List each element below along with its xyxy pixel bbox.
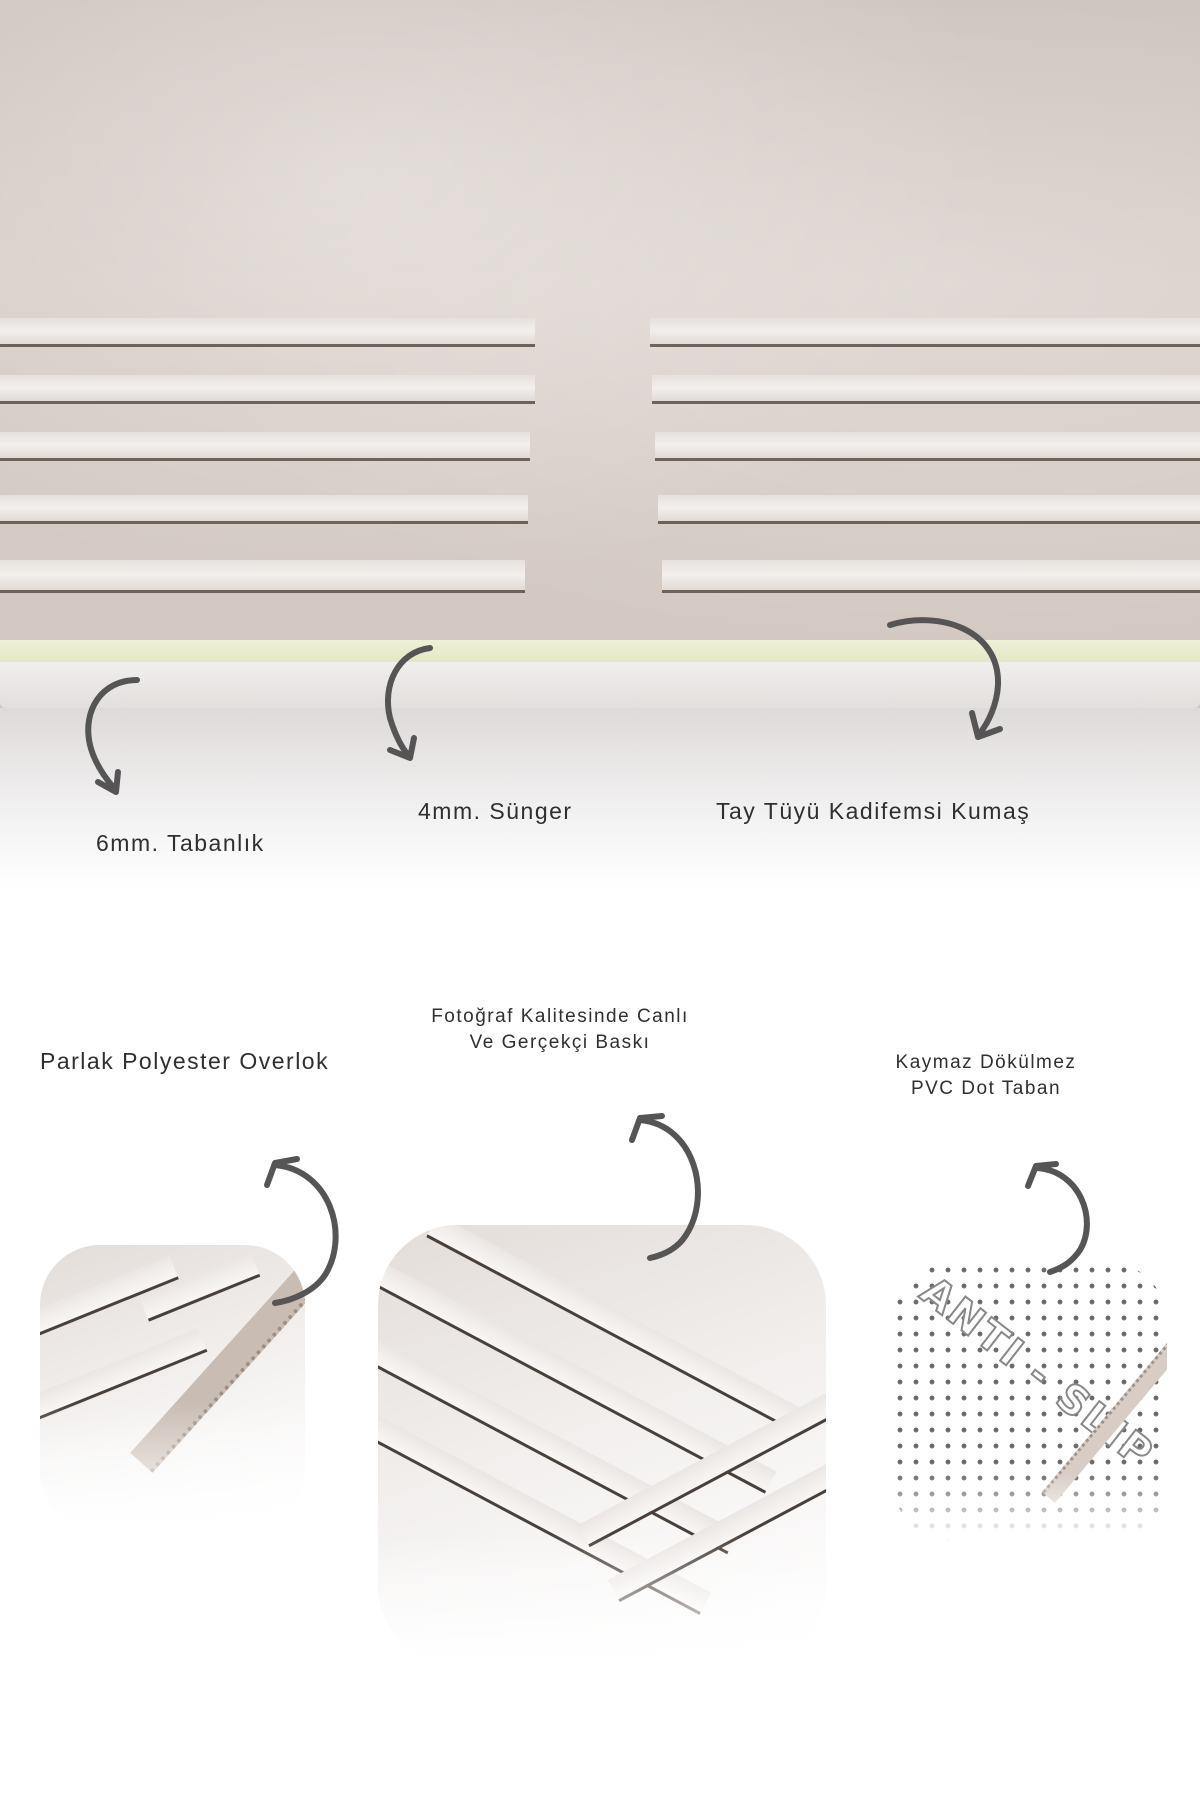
curved-arrow-icon bbox=[887, 617, 1003, 740]
print-quality-line2: Ve Gerçekçi Baskı bbox=[469, 1032, 651, 1053]
pattern-stripe bbox=[662, 560, 1200, 593]
pattern-stripe bbox=[0, 560, 525, 593]
foam-layer-label: 4mm. Sünger bbox=[418, 798, 573, 824]
curved-arrow-icon bbox=[1025, 1161, 1090, 1275]
pattern-stripe bbox=[0, 318, 535, 347]
carpet-surface bbox=[0, 0, 1200, 715]
base-layer-label: 6mm. Tabanlık bbox=[96, 830, 265, 856]
overlock-label: Parlak Polyester Overlok bbox=[40, 1048, 330, 1074]
fabric-layer-label: Tay Tüyü Kadifemsi Kumaş bbox=[716, 798, 1031, 824]
pattern-stripe bbox=[658, 495, 1200, 524]
print-detail-tile bbox=[378, 1225, 826, 1665]
pattern-stripe bbox=[0, 495, 528, 524]
background-fade bbox=[0, 708, 1200, 888]
overlock-detail-tile bbox=[40, 1245, 305, 1530]
pattern-stripe bbox=[652, 375, 1200, 404]
backing-detail-tile: ANTI - SLIP bbox=[892, 1262, 1167, 1540]
pattern-stripe bbox=[655, 432, 1200, 461]
foam-layer bbox=[0, 640, 1200, 662]
pattern-stripe bbox=[0, 375, 535, 404]
print-quality-line1: Fotoğraf Kalitesinde Canlı bbox=[431, 1006, 689, 1027]
pattern-stripe bbox=[0, 432, 530, 461]
curved-arrow-icon bbox=[264, 1156, 339, 1306]
print-quality-label: Fotoğraf Kalitesinde Canlı Ve Gerçekçi B… bbox=[390, 1004, 730, 1056]
pattern-stripe bbox=[650, 318, 1200, 347]
backing-label: Kaymaz Dökülmez PVC Dot Taban bbox=[856, 1050, 1116, 1102]
curved-arrow-icon bbox=[384, 645, 433, 761]
backing-line2: PVC Dot Taban bbox=[910, 1078, 1062, 1099]
curved-arrow-icon bbox=[629, 1113, 701, 1261]
backing-line1: Kaymaz Dökülmez bbox=[895, 1052, 1077, 1073]
curved-arrow-icon bbox=[85, 677, 140, 795]
